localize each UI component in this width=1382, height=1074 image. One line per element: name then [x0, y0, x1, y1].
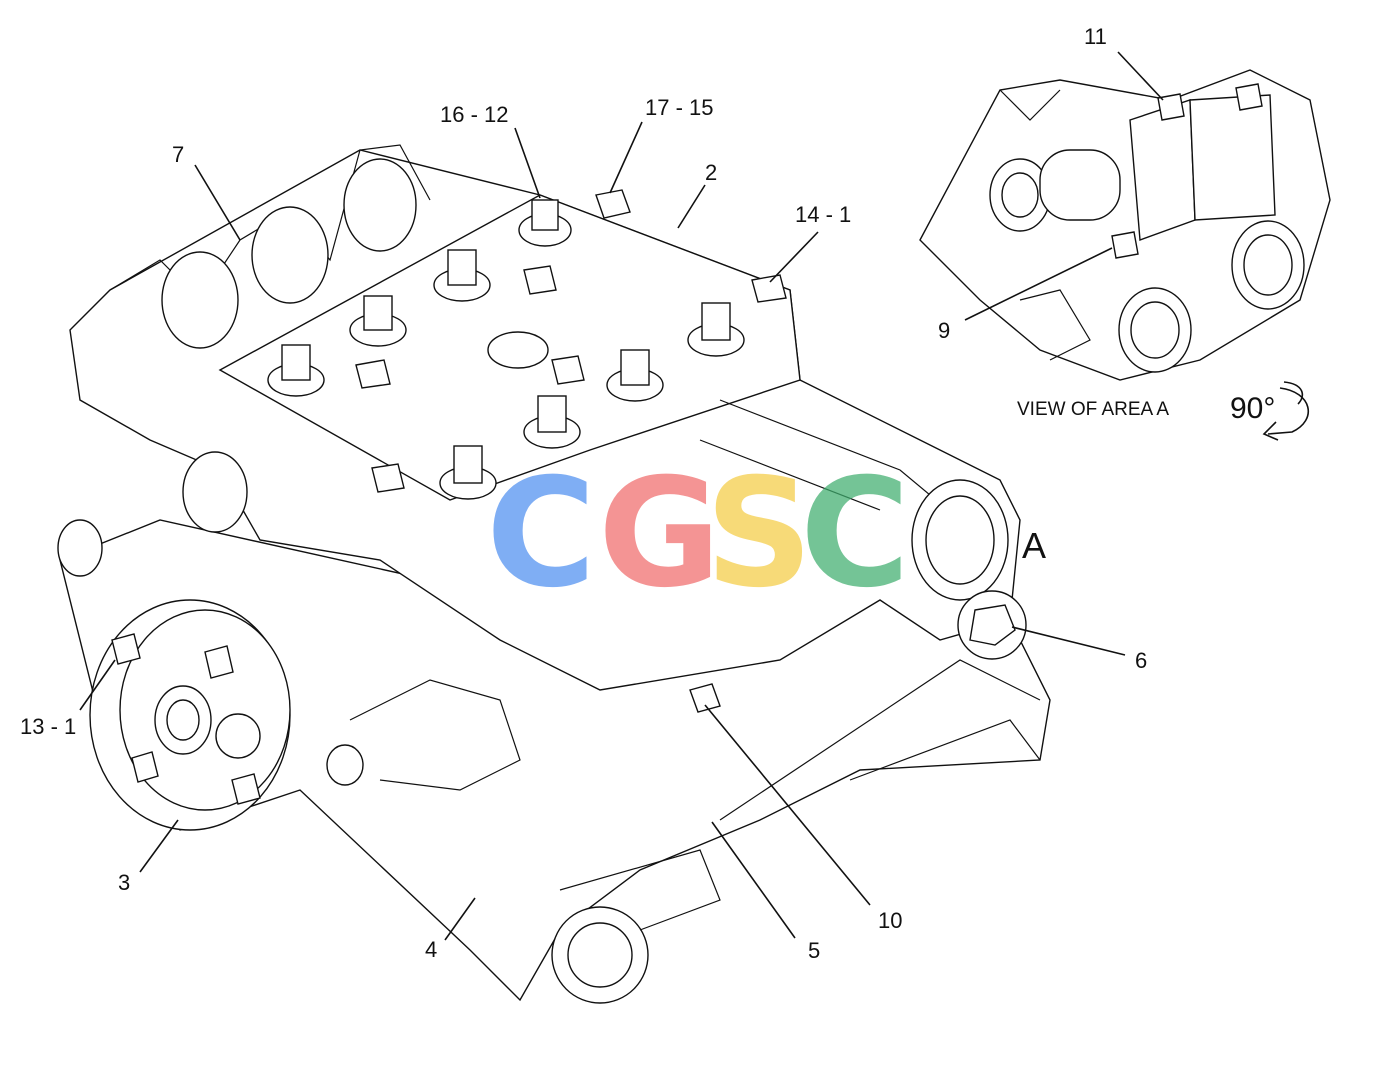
callout-10: 10 — [878, 908, 902, 933]
watermark-letter: S — [705, 447, 813, 621]
callout-3: 3 — [118, 870, 130, 895]
view-caption: VIEW OF AREA A — [1017, 399, 1169, 420]
watermark-letter: C — [800, 447, 910, 621]
callout-labels: 7 16 - 12 17 - 15 2 14 - 1 11 9 6 13 - 1… — [20, 24, 1275, 963]
leader-lines — [79, 51, 1164, 941]
plate-plugs — [267, 189, 787, 500]
rotation-arrow-icon — [1262, 381, 1310, 441]
callout-5: 5 — [808, 938, 820, 963]
callout-16-12: 16 - 12 — [440, 102, 509, 127]
callout-14-1: 14 - 1 — [795, 202, 851, 227]
area-marker: A — [1022, 525, 1046, 566]
main-valve-assembly — [57, 144, 1051, 1004]
watermark-logo: C G S C — [486, 447, 910, 621]
callout-13-1: 13 - 1 — [20, 714, 76, 739]
inset-view-area-a — [919, 69, 1331, 381]
callout-6: 6 — [1135, 648, 1147, 673]
callout-7: 7 — [172, 142, 184, 167]
callout-9: 9 — [938, 318, 950, 343]
watermark-letter: C — [486, 447, 596, 621]
callout-11: 11 — [1084, 24, 1107, 49]
callout-17-15: 17 - 15 — [645, 95, 714, 120]
callout-4: 4 — [425, 937, 437, 962]
rotation-label: 90° — [1230, 392, 1275, 425]
watermark-letter: G — [598, 447, 721, 621]
callout-2: 2 — [705, 160, 717, 185]
